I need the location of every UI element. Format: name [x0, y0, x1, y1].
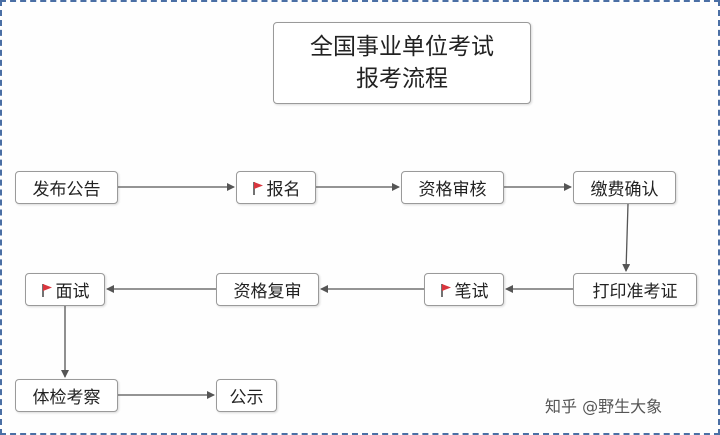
step-written-exam-label: 笔试 [454, 282, 489, 302]
flag-icon [41, 283, 52, 297]
flag-icon [440, 283, 451, 297]
step-payment-confirm: 缴费确认 [573, 171, 676, 204]
step-interview: 面试 [25, 273, 105, 306]
step-qualification-review: 资格审核 [401, 171, 504, 204]
watermark: 知乎 @野生大象 [545, 397, 663, 416]
step-print-admission-ticket-label: 打印准考证 [592, 282, 678, 302]
step-register: 报名 [236, 171, 316, 204]
arrow-payment-to-print [622, 203, 631, 272]
step-print-admission-ticket: 打印准考证 [573, 273, 697, 306]
diagram-title: 全国事业单位考试 报考流程 [273, 22, 531, 104]
step-written-exam: 笔试 [424, 273, 504, 306]
step-publicity-label: 公示 [229, 388, 264, 408]
title-line-2: 报考流程 [356, 66, 448, 92]
step-publicity: 公示 [216, 379, 277, 412]
title-line-1: 全国事业单位考试 [310, 34, 494, 60]
step-publish-notice-label: 发布公告 [32, 180, 101, 200]
step-payment-confirm-label: 缴费确认 [590, 180, 659, 200]
step-publish-notice: 发布公告 [15, 171, 118, 204]
step-interview-label: 面试 [55, 282, 90, 302]
step-register-label: 报名 [266, 180, 301, 200]
step-qualification-recheck: 资格复审 [216, 273, 319, 306]
step-qualification-review-label: 资格审核 [418, 180, 487, 200]
step-qualification-recheck-label: 资格复审 [233, 282, 302, 302]
step-physical-exam: 体检考察 [15, 379, 118, 412]
step-physical-exam-label: 体检考察 [32, 388, 101, 408]
flag-icon [252, 181, 263, 195]
